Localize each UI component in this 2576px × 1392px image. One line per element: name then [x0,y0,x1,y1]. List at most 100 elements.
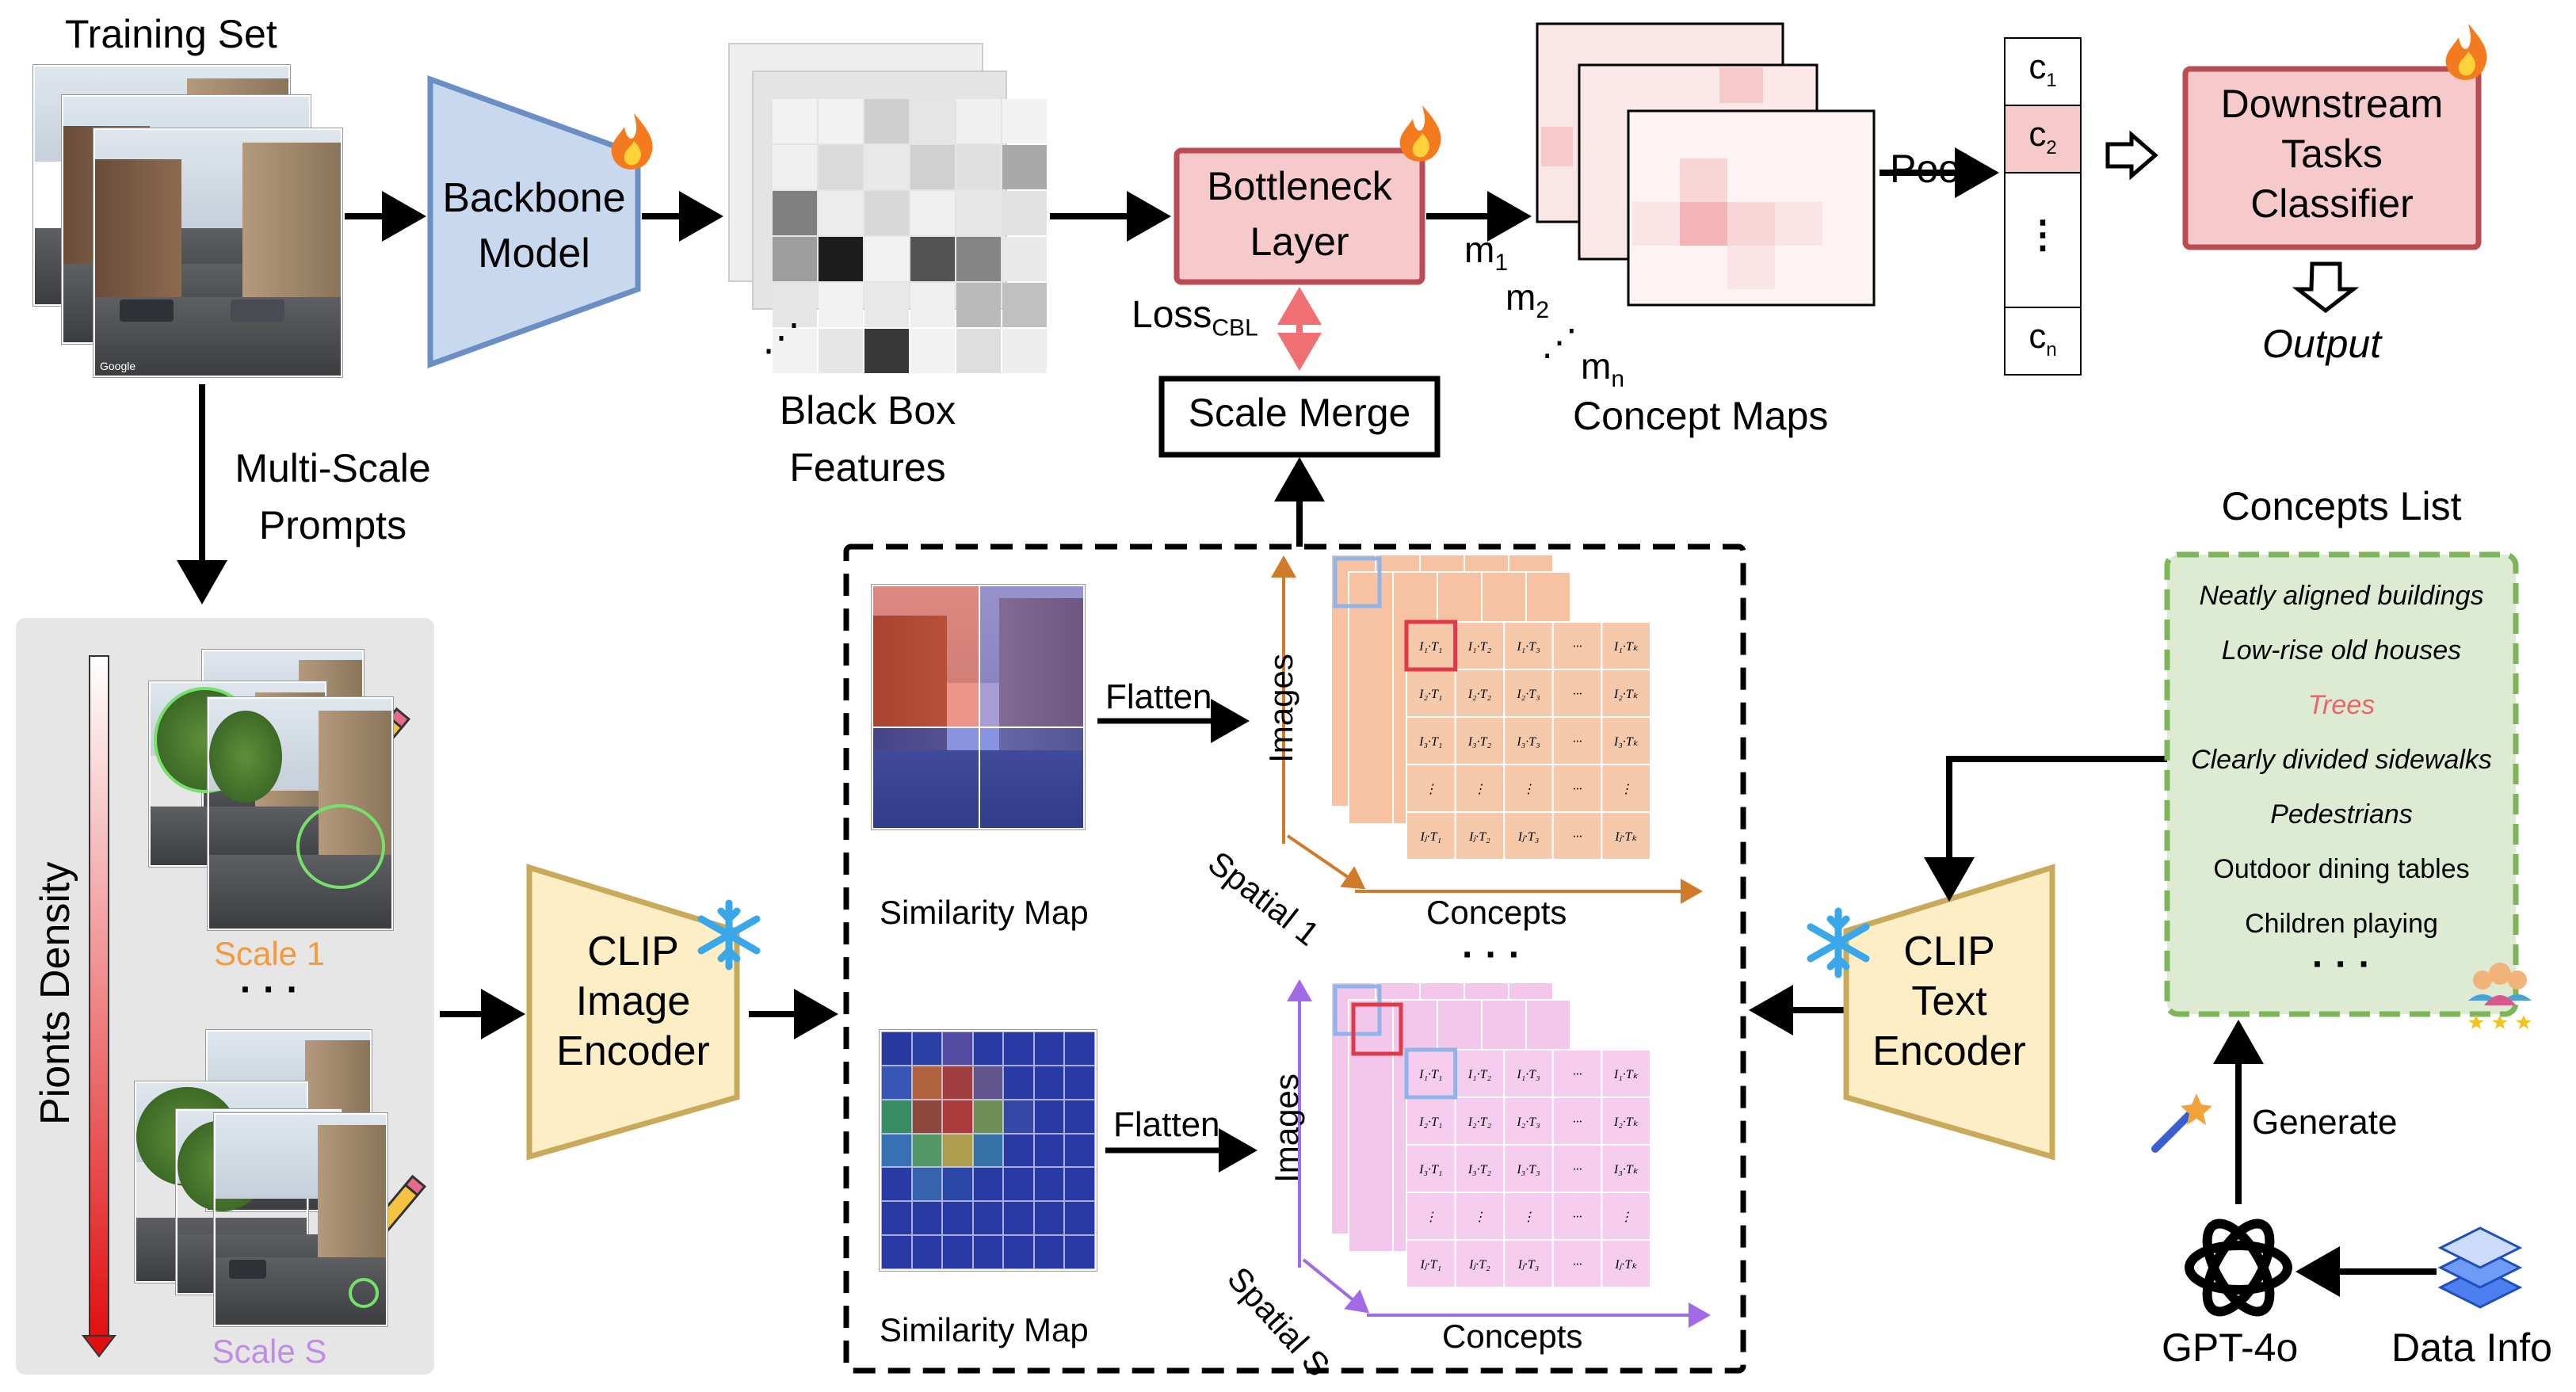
backbone-label: Backbone Model [430,170,638,281]
pool-label: Pool [1890,147,1970,191]
matrix-cell-label: ⋮ [1425,1211,1437,1224]
feature-cell [864,329,909,373]
mn-sub: n [1611,366,1625,393]
matrix-cell [1503,669,1554,718]
matrix-cell-label: Iⱼ·T₃ [1517,1258,1540,1272]
heat-cell [1033,1201,1065,1236]
matrix-cell [1454,1049,1506,1098]
backbone-line-2: Model [478,231,590,276]
feature-cell [956,329,1001,373]
vector-c2: c2 [2005,115,2081,159]
concepts-axis-label-2: Concepts [1442,1318,1583,1355]
clip-text-line-2: Text [1911,978,1987,1024]
matrix-cell-label: I₃·T₂ [1467,735,1492,749]
scaleS-label: Scale S [212,1333,327,1370]
concept-map-stack [1536,22,1876,307]
heat-cell [1003,1201,1034,1236]
concept-map-m2: m2 [1506,276,1549,324]
blackbox-feature-stack [728,43,1047,373]
concept-item: Trees [2307,690,2376,720]
clip-image-line-1: CLIP [587,929,679,974]
concept-item: Pedestrians [2270,799,2413,829]
matrix-cell-label: ··· [1573,1258,1582,1272]
loss-label: LossCBL [1132,293,1258,342]
feature-cell [773,329,817,373]
matrix-cell-label: Iⱼ·T₃ [1517,830,1540,844]
feature-cell [773,283,817,327]
flame-icon-bottleneck [1399,105,1441,162]
matrix-cell [1454,1239,1506,1288]
flame-icon-classifier [2445,24,2487,80]
matrix-cell-label: I₃·T₂ [1467,1163,1492,1177]
bottleneck-box [1174,147,1425,285]
matrix-cell [1406,669,1456,718]
c2-sub: 2 [2046,136,2057,158]
heat-cell [911,1065,943,1100]
vector-c1: c1 [2005,48,2081,92]
matrix-cell-label: ⋮ [1473,1211,1486,1224]
feature-cell [1002,191,1047,235]
c1-sub: 1 [2046,69,2057,91]
heat-cell [911,1201,943,1236]
density-dots: · · · [239,969,300,1011]
matrix-cell [1601,669,1652,718]
matrix-cell-label: ⋮ [1620,783,1632,796]
heat-cell [881,1133,912,1168]
output-label: Output [2262,322,2382,366]
heat-cell [972,1032,1004,1066]
feature-cell [1002,237,1047,281]
similarity-heat-grid [881,1032,1095,1269]
heat-cell [972,1201,1004,1236]
concept-item: Low-rise old houses [2221,635,2462,665]
matrix-cell-label: I₁·T₂ [1467,640,1492,654]
concept-map-m1: m1 [1464,228,1508,276]
feature-cell [819,99,863,143]
matrix-cell-label: ··· [1573,688,1582,701]
heat-cell [881,1099,912,1134]
classifier-label: Downstream Tasks Classifier [2185,79,2479,229]
matrix-cell-label: I₁·Tₖ [1613,640,1639,654]
heat-cell [1064,1201,1095,1236]
flame-icon-backbone [611,113,653,170]
mn-letter: m [1581,345,1612,387]
matrix-cell-label: I₃·Tₖ [1613,1163,1639,1177]
matrix-cell-label: I₂·Tₖ [1613,1116,1639,1129]
matrix-between-dots: · · · [1462,934,1521,976]
feature-cell [773,191,817,235]
matrix-cell [1406,1144,1456,1193]
matrix-cell-label: ⋮ [1522,783,1535,796]
heat-cell [1003,1133,1034,1168]
heat-cell [1064,1099,1095,1134]
m2-letter: m [1506,276,1536,318]
heat-cell [1064,1235,1095,1269]
matrix-cell [1551,1049,1603,1098]
heat-cell [1033,1099,1065,1134]
matrix-cell-label: Iⱼ·T₂ [1468,1258,1490,1272]
matrix-cell-label: ··· [1573,783,1582,796]
matrix-cell-label: ⋮ [1522,1211,1535,1224]
magic-wand-icon [2151,1093,2212,1153]
backbone-shape [427,75,641,368]
matrix-cell-label: I₁·Tₖ [1613,1068,1639,1081]
blackbox-label: Black Box Features [745,382,990,496]
heat-cell [942,1201,973,1236]
matrix-cell [1601,764,1652,813]
concept-item: Children playing [2245,909,2438,939]
matrix-cell-label: Iⱼ·Tₖ [1614,830,1637,844]
scale1-photo-front [208,697,393,930]
cn-sub: n [2046,338,2057,360]
matrix-cell-label: I₁·T₃ [1516,1068,1540,1081]
clip-image-line-3: Encoder [556,1028,710,1074]
concept-item: Outdoor dining tables [2213,854,2470,884]
classifier-box [2182,66,2482,250]
c1-letter: c [2028,48,2047,86]
cn-letter: c [2028,317,2047,356]
matrix-cell [1551,1239,1603,1288]
heat-cell [1003,1235,1034,1269]
matrix-cell [1601,811,1652,860]
matrix-cell [1454,1144,1506,1193]
matrix-cell [1601,1144,1652,1193]
matrix-cell-label: ··· [1573,1163,1582,1177]
training-set-title: Training Set [65,12,277,56]
feature-cell [910,145,955,189]
